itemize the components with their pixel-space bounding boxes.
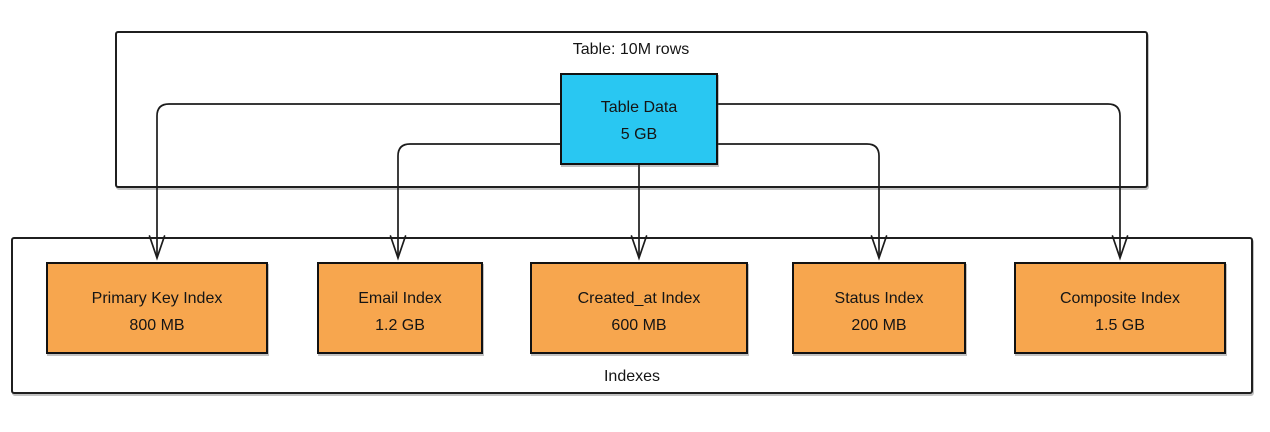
connector-line <box>717 103 1121 257</box>
connector-table-data-to-composite-index <box>717 103 1129 261</box>
arrowhead-down-icon <box>870 235 888 261</box>
connector-line <box>717 143 880 257</box>
status-index-size: 200 MB <box>851 317 906 334</box>
composite-index-node: Composite Index 1.5 GB <box>1014 262 1226 354</box>
email-index-node: Email Index 1.2 GB <box>317 262 483 354</box>
connector-line <box>156 103 561 257</box>
connector-table-data-to-created-at-index <box>630 164 648 261</box>
email-index-box <box>317 262 483 354</box>
indexes-group-label: Indexes <box>604 368 660 385</box>
connector-table-data-to-primary-key-index <box>148 103 561 261</box>
email-index-label: Email Index <box>358 290 442 307</box>
created-at-index-box <box>530 262 748 354</box>
composite-index-box <box>1014 262 1226 354</box>
status-index-box <box>792 262 966 354</box>
connectors <box>148 103 1129 261</box>
table-group-label: Table: 10M rows <box>573 41 690 58</box>
connector-table-data-to-email-index <box>389 143 561 261</box>
arrowhead-down-icon <box>1111 235 1129 261</box>
status-index-node: Status Index 200 MB <box>792 262 966 354</box>
created-at-index-node: Created_at Index 600 MB <box>530 262 748 354</box>
table-data-label: Table Data <box>601 99 678 116</box>
created-at-index-label: Created_at Index <box>578 290 701 307</box>
status-index-label: Status Index <box>835 290 924 307</box>
table-data-box <box>560 73 718 165</box>
arrowhead-down-icon <box>389 235 407 261</box>
table-data-size: 5 GB <box>621 126 657 143</box>
connector-table-data-to-status-index <box>717 143 888 261</box>
connector-line <box>397 143 561 257</box>
email-index-size: 1.2 GB <box>375 317 425 334</box>
primary-key-index-size: 800 MB <box>129 317 184 334</box>
primary-key-index-box <box>46 262 268 354</box>
created-at-index-size: 600 MB <box>611 317 666 334</box>
composite-index-size: 1.5 GB <box>1095 317 1145 334</box>
arrowhead-down-icon <box>148 235 166 261</box>
primary-key-index-node: Primary Key Index 800 MB <box>46 262 268 354</box>
table-data-node: Table Data 5 GB <box>560 73 718 165</box>
primary-key-index-label: Primary Key Index <box>92 290 223 307</box>
arrowhead-down-icon <box>630 235 648 261</box>
composite-index-label: Composite Index <box>1060 290 1180 307</box>
